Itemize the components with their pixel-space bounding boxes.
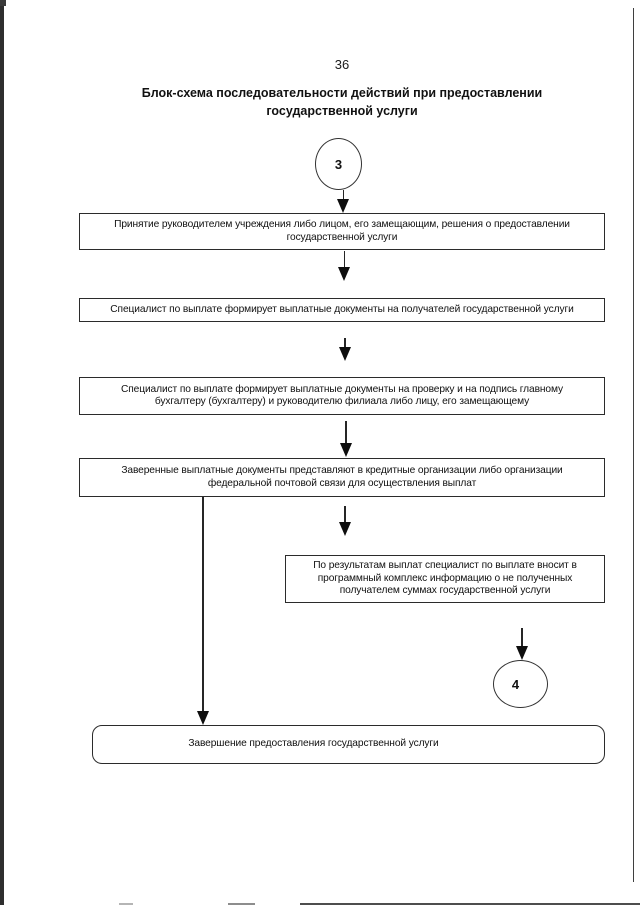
arrow-step1-to-step2-stem <box>343 251 346 268</box>
arrow-step4-to-completion-stem <box>202 497 204 712</box>
page-title: Блок-схема последовательности действий п… <box>141 86 543 118</box>
page-number: 36 <box>334 57 350 72</box>
flow-step-enter-unreceived-sums: По результатам выплат специалист по выпл… <box>285 555 605 603</box>
connector-circle-exit: 4 <box>493 660 548 708</box>
scan-right-edge-line <box>632 8 635 882</box>
flow-step-submit-documents: Заверенные выплатные документы представл… <box>79 458 605 497</box>
arrow-step5-to-exit-head <box>515 646 528 660</box>
arrow-step4-to-completion-head <box>196 711 209 725</box>
arrow-entry-to-step1-head <box>337 199 349 213</box>
flow-step-form-payment-documents: Специалист по выплате формирует выплатны… <box>79 298 605 322</box>
connector-circle-entry: 3 <box>315 138 362 190</box>
arrow-step3-to-step4-stem <box>345 421 347 444</box>
scan-bottom-artifact-line <box>228 903 255 905</box>
scan-corner-mark <box>0 0 6 6</box>
flow-step-check-and-sign-documents: Специалист по выплате формирует выплатны… <box>79 377 605 415</box>
arrow-step1-to-step2-head <box>338 267 350 281</box>
scan-bottom-artifact-line <box>119 903 133 905</box>
connector-exit-label: 4 <box>511 676 520 692</box>
arrow-step5-to-exit-stem <box>521 628 523 647</box>
arrow-step3-to-step4-head <box>339 443 352 457</box>
arrow-entry-to-step1-stem <box>342 190 345 200</box>
arrow-step4-to-step5-stem <box>344 506 346 523</box>
scan-bottom-artifact-line <box>300 903 640 905</box>
arrow-step2-to-step3-head <box>338 347 351 361</box>
connector-entry-label: 3 <box>334 156 343 172</box>
scan-left-edge-bar <box>0 0 4 905</box>
arrow-step2-to-step3-stem <box>344 338 346 348</box>
arrow-step4-to-step5-head <box>338 522 351 536</box>
flow-step-service-completion: Завершение предоставления государственно… <box>92 725 605 764</box>
flow-step-approval-decision: Принятие руководителем учреждения либо л… <box>79 213 605 250</box>
